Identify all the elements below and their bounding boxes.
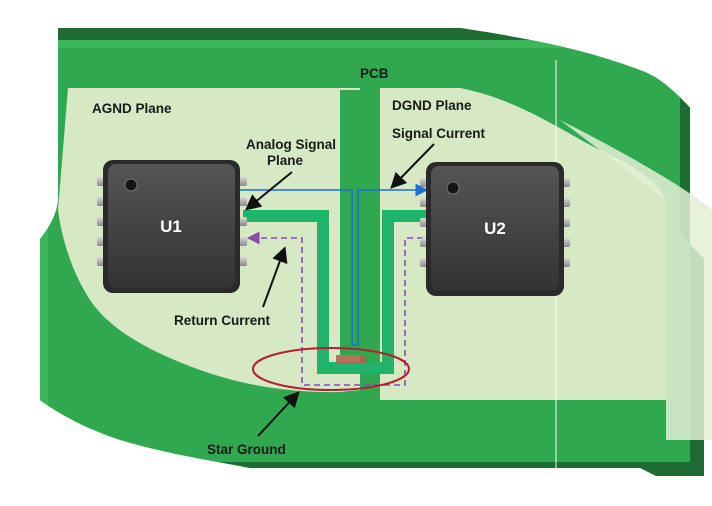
dgnd-plane-label: DGND Plane (392, 98, 472, 113)
ground-strip (340, 90, 362, 355)
analog-signal-plane-label-line2: Plane (267, 153, 304, 168)
star-ground-ring (252, 347, 410, 391)
return-current-label: Return Current (174, 313, 271, 328)
analog-signal-plane-label-line1: Analog Signal (246, 137, 336, 152)
u1-chip: U1 (97, 160, 247, 293)
signal-current-label: Signal Current (392, 126, 486, 141)
u2-label: U2 (484, 219, 506, 238)
u1-label: U1 (160, 217, 182, 236)
return-current-path (246, 231, 423, 386)
signal-current-path (240, 183, 429, 346)
star-ground-label: Star Ground (207, 442, 286, 457)
pcb-label: PCB (360, 66, 389, 81)
u2-chip: U2 (420, 162, 570, 296)
callout-arrows (244, 143, 435, 437)
agnd-plane-label: AGND Plane (92, 101, 172, 116)
analog-signal-plane (243, 210, 427, 374)
